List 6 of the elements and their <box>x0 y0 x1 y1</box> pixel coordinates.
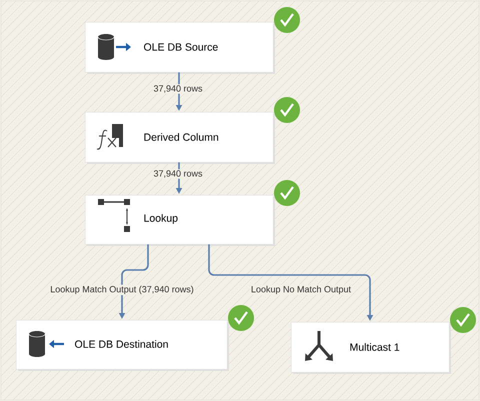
component-box: OLE DB Source <box>85 22 275 74</box>
component-box: Derived Column <box>85 112 275 164</box>
edge-label: Lookup Match Output (37,940 rows) <box>49 284 195 296</box>
component-box: Lookup <box>85 195 275 246</box>
component-box: OLE DB Destination <box>16 320 229 371</box>
component-box: Multicast 1 <box>291 322 451 374</box>
